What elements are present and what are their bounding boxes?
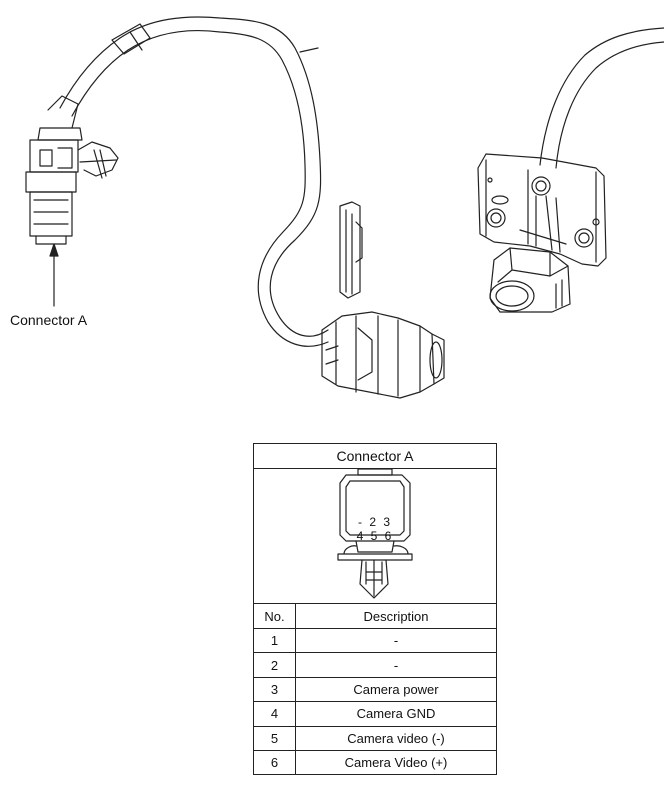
table-title: Connector A	[253, 443, 497, 469]
table-row: 5 Camera video (-)	[253, 725, 497, 751]
connector-a-callout-label: Connector A	[10, 312, 88, 328]
pin-description: Camera GND	[295, 701, 497, 727]
pin-number: 6	[253, 749, 296, 776]
pin-number: 3	[253, 676, 296, 703]
connector-face-cell: - 2 3 4 5 6	[253, 468, 497, 604]
pin-description: Camera video (-)	[295, 725, 497, 751]
header-no: No.	[253, 603, 296, 629]
pin-number: 5	[253, 725, 296, 751]
pin-number: 2	[253, 652, 296, 678]
pin-description: Camera Video (+)	[295, 749, 497, 776]
table-row: 3 Camera power	[253, 676, 497, 703]
pin-description: Camera power	[295, 676, 497, 703]
pin-row-bottom: 4 5 6	[356, 529, 394, 543]
pin-number: 4	[253, 701, 296, 727]
camera-right	[477, 27, 664, 313]
connector-pinout-table: Connector A - 2 3 4 5 6 No. Description …	[253, 443, 497, 776]
pin-description: -	[295, 652, 497, 678]
table-row: 1 -	[253, 627, 497, 654]
pin-row-top: - 2 3	[357, 515, 392, 529]
pin-description: -	[295, 627, 497, 654]
harness-cable	[59, 16, 329, 347]
connector-a-drawing	[25, 95, 119, 245]
table-row: 2 -	[253, 652, 497, 678]
table-row: 6 Camera Video (+)	[253, 749, 497, 776]
table-row: 4 Camera GND	[253, 701, 497, 727]
pin-number: 1	[253, 627, 296, 654]
callout-arrow	[49, 243, 59, 307]
header-description: Description	[295, 603, 497, 629]
camera-left	[321, 201, 445, 399]
